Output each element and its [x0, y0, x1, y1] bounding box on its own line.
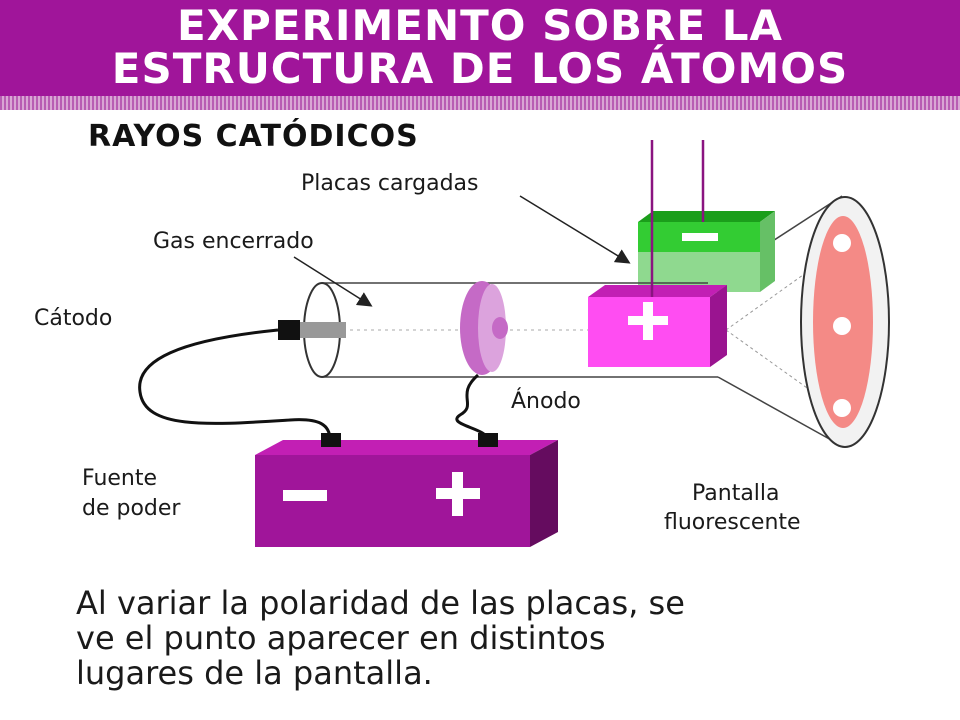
- cathode: [278, 320, 346, 340]
- gas-arrow: [293, 256, 373, 307]
- header-banner: [0, 0, 960, 96]
- label-de-poder: de poder: [82, 496, 181, 521]
- label-pantalla: Pantalla: [692, 481, 780, 506]
- anode-wire: [455, 373, 490, 441]
- caption: Al variar la polaridad de las placas, se…: [76, 586, 685, 691]
- page-title-line2: ESTRUCTURA DE LOS ÁTOMOS: [111, 44, 849, 93]
- label-fuente: Fuente: [82, 466, 158, 491]
- screen-spot: [833, 317, 851, 335]
- label-gas-encerrado: Gas encerrado: [153, 229, 314, 254]
- cathode-wire: [138, 328, 332, 441]
- fluorescent-screen: [800, 196, 890, 448]
- label-catodo: Cátodo: [34, 306, 113, 331]
- page-title-line1: EXPERIMENTO SOBRE LA: [176, 1, 783, 50]
- label-placas-cargadas: Placas cargadas: [301, 171, 479, 196]
- header-stripe: [0, 96, 960, 110]
- caption-line3: lugares de la pantalla.: [76, 654, 433, 692]
- caption-line2: ve el punto aparecer en distintos: [76, 619, 606, 657]
- label-fluorescente: fluorescente: [664, 510, 801, 535]
- positive-plate: [588, 285, 727, 367]
- screen-spot: [833, 399, 851, 417]
- diagram-title: RAYOS CATÓDICOS: [88, 119, 419, 154]
- negative-plate: [638, 211, 775, 292]
- caption-line1: Al variar la polaridad de las placas, se: [76, 584, 685, 622]
- screen-spot: [833, 234, 851, 252]
- label-anodo: Ánodo: [511, 389, 581, 414]
- anode-disk: [460, 281, 508, 375]
- placas-arrow: [519, 195, 631, 264]
- battery: [255, 433, 558, 547]
